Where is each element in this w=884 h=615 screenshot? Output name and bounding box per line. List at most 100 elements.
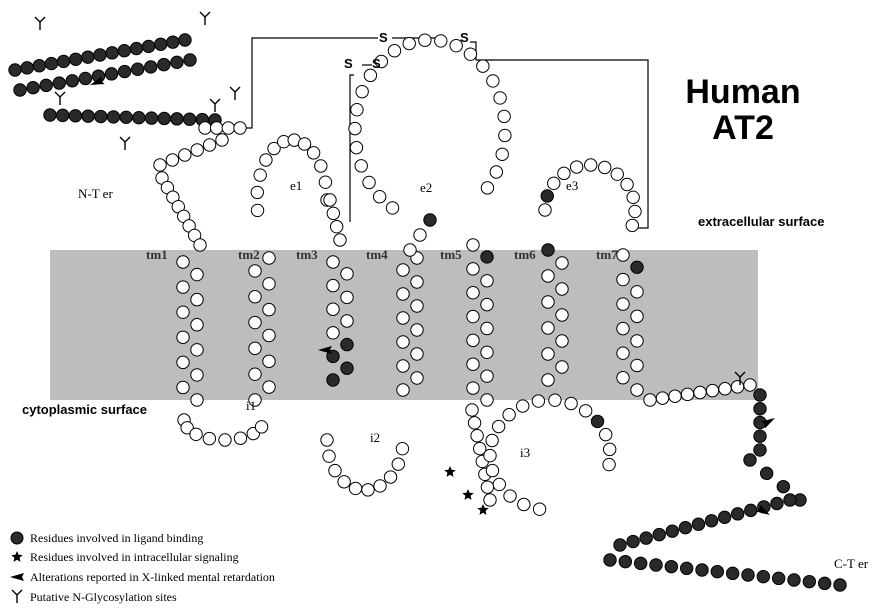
residue <box>319 176 331 188</box>
ligand-residue <box>788 574 800 586</box>
legend-xlmr: Alterations reported in X-linked mental … <box>30 570 275 585</box>
ligand-residue <box>614 539 626 551</box>
residue <box>539 204 551 216</box>
residue <box>464 48 476 60</box>
residue <box>435 35 447 47</box>
ligand-residue <box>640 532 652 544</box>
loop-e2: e2 <box>420 180 432 196</box>
residue <box>556 335 568 347</box>
residue <box>177 281 189 293</box>
dark-residue-icon <box>11 532 23 544</box>
residue <box>411 372 423 384</box>
residue <box>570 161 582 173</box>
residue <box>481 275 493 287</box>
ligand-residue <box>627 535 639 547</box>
residue <box>468 417 480 429</box>
title: Human AT2 <box>668 74 818 146</box>
residue <box>467 358 479 370</box>
residue <box>194 239 206 251</box>
residue <box>263 381 275 393</box>
residue <box>177 331 189 343</box>
residue <box>351 103 363 115</box>
tm2-label: tm2 <box>238 247 260 263</box>
ligand-residue <box>27 81 39 93</box>
residue <box>190 428 202 440</box>
residue <box>263 252 275 264</box>
residue <box>397 384 409 396</box>
residue <box>579 405 591 417</box>
residue <box>388 45 400 57</box>
residue <box>177 256 189 268</box>
residue-segment <box>614 494 796 551</box>
ligand-residue <box>757 570 769 582</box>
disulfide-s1: S <box>379 30 388 45</box>
ligand-residue <box>69 110 81 122</box>
residue <box>154 159 166 171</box>
residue <box>341 268 353 280</box>
residue <box>263 355 275 367</box>
residue <box>362 484 374 496</box>
ligand-residue <box>634 557 646 569</box>
ligand-residue <box>696 564 708 576</box>
ligand-residue <box>53 77 65 89</box>
disulfide-s2: S <box>460 30 469 45</box>
ligand-residue <box>731 508 743 520</box>
ligand-residue <box>653 528 665 540</box>
residue <box>374 480 386 492</box>
residue <box>191 344 203 356</box>
residue <box>177 356 189 368</box>
loop-e3: e3 <box>566 178 578 194</box>
residue <box>219 434 231 446</box>
ligand-residue <box>70 53 82 65</box>
ligand-residue <box>40 79 52 91</box>
residue <box>498 110 510 122</box>
residue <box>263 278 275 290</box>
residue <box>629 205 641 217</box>
ligand-residue <box>327 374 339 386</box>
residue <box>384 471 396 483</box>
ligand-residue <box>184 54 196 66</box>
residue <box>411 276 423 288</box>
residue <box>603 443 615 455</box>
ligand-residue <box>754 444 766 456</box>
residue <box>411 324 423 336</box>
glycosylation-icon <box>12 590 22 603</box>
ligand-residue <box>744 454 756 466</box>
residue <box>499 129 511 141</box>
ligand-residue <box>14 84 26 96</box>
residue <box>341 315 353 327</box>
residue <box>504 490 516 502</box>
ligand-residue <box>541 190 553 202</box>
residue <box>254 169 266 181</box>
ligand-residue <box>158 112 170 124</box>
residue <box>216 134 228 146</box>
residue <box>341 291 353 303</box>
ligand-residue <box>718 511 730 523</box>
star-icon <box>462 489 473 500</box>
tm1-label: tm1 <box>146 247 168 263</box>
residue-segment <box>324 194 346 246</box>
residue <box>669 390 681 402</box>
residue <box>411 348 423 360</box>
residue <box>166 154 178 166</box>
ligand-residue <box>650 559 662 571</box>
ligand-residue <box>784 494 796 506</box>
residue <box>644 394 656 406</box>
ligand-residue <box>818 577 830 589</box>
residue <box>617 347 629 359</box>
ligand-residue <box>171 113 183 125</box>
ligand-residue <box>631 261 643 273</box>
residue <box>492 420 504 432</box>
residue <box>585 159 597 171</box>
residue <box>263 303 275 315</box>
legend-glycosylation: Putative N-Glycosylation sites <box>30 590 177 605</box>
residue <box>719 383 731 395</box>
glycosylation-icon <box>120 137 130 150</box>
residue <box>327 327 339 339</box>
residue <box>548 177 560 189</box>
residue <box>397 360 409 372</box>
residue <box>321 434 333 446</box>
residue-segment <box>156 172 206 251</box>
residue <box>611 168 623 180</box>
residue <box>599 161 611 173</box>
